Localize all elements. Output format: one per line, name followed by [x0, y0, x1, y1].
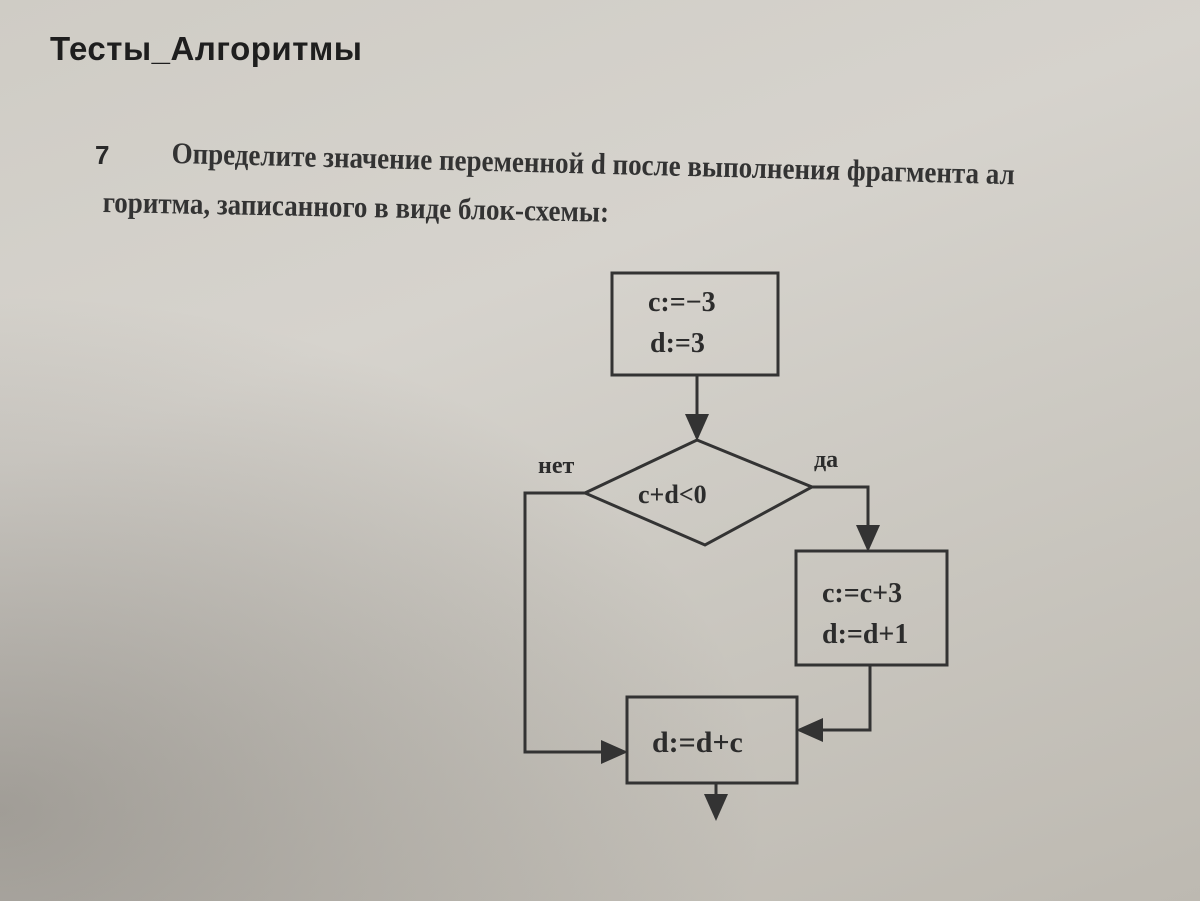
yes-label: да	[814, 447, 838, 473]
start-block-line2: d:=3	[650, 328, 705, 359]
page-title: Тесты_Алгоритмы	[50, 30, 363, 67]
start-block	[610, 271, 780, 377]
question-number: 7	[95, 140, 110, 170]
start-block-line1: c:=−3	[648, 287, 716, 318]
arrow-yes-branch	[812, 485, 880, 552]
arrow-no-branch	[523, 491, 628, 764]
final-block-text: d:=d+c	[652, 726, 743, 759]
condition-text: c+d<0	[638, 480, 707, 509]
yes-block-line2: d:=d+1	[822, 619, 908, 650]
arrow-yes-to-final	[796, 665, 872, 742]
condition-diamond	[581, 438, 816, 547]
no-label: нет	[538, 453, 574, 479]
yes-block-line1: c:=c+3	[822, 578, 902, 609]
